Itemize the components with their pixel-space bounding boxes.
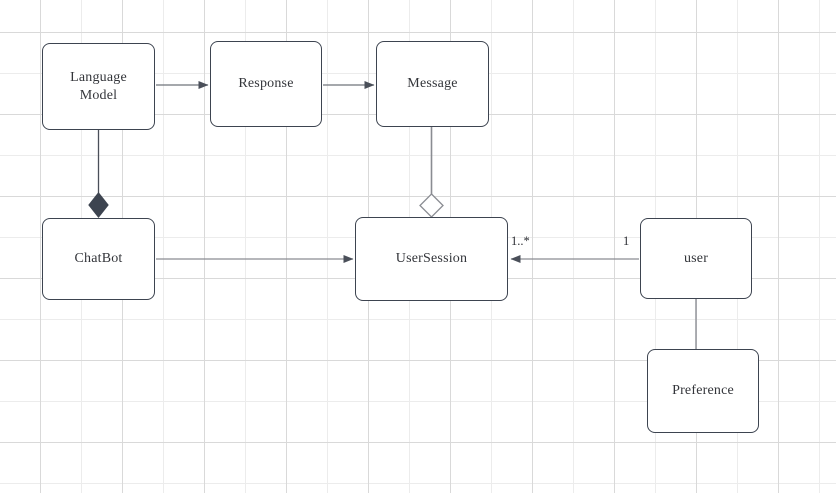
multiplicity-label-user-session: 1..* xyxy=(511,234,530,248)
node-chatbot[interactable]: ChatBot xyxy=(42,218,155,300)
node-language-model-label: Language Model xyxy=(70,69,127,103)
filled-diamond-marker xyxy=(88,192,109,218)
multiplicity-label-user: 1 xyxy=(623,234,630,248)
node-preference[interactable]: Preference xyxy=(647,349,759,433)
node-preference-label: Preference xyxy=(672,383,734,398)
node-user[interactable]: user xyxy=(640,218,752,299)
node-user-label: user xyxy=(683,250,709,266)
node-message-label: Message xyxy=(407,76,458,91)
node-response-label: Response xyxy=(238,76,294,91)
node-language-model[interactable]: Language Model xyxy=(42,43,155,130)
edge-language-model-to-chatbot[interactable] xyxy=(88,130,109,218)
node-message[interactable]: Message xyxy=(376,41,489,127)
node-user-session-label: UserSession xyxy=(395,251,468,266)
edge-message-to-user-session[interactable] xyxy=(419,127,444,218)
node-user-session[interactable]: UserSession xyxy=(355,217,508,301)
node-response[interactable]: Response xyxy=(210,41,322,127)
hollow-diamond-marker xyxy=(419,193,444,218)
node-chatbot-label: ChatBot xyxy=(74,251,123,266)
